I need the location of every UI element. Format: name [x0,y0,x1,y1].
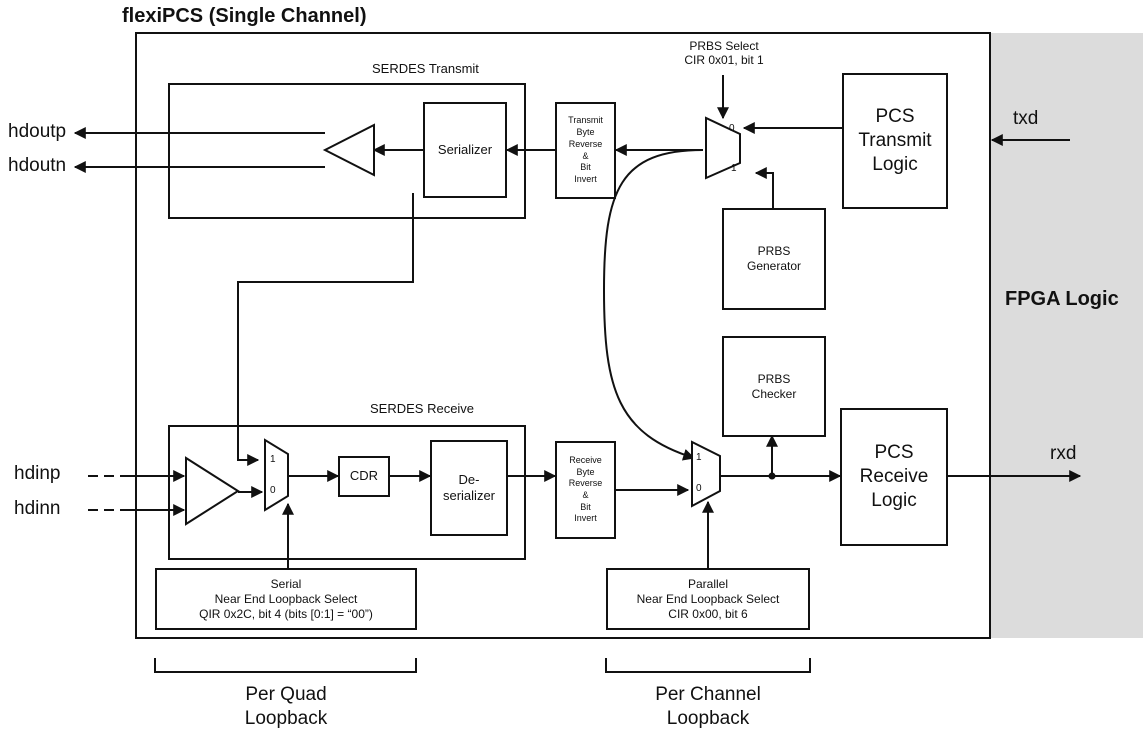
parallel-loopback-select-block: Parallel Near End Loopback Select CIR 0x… [606,568,810,630]
parallel-mux-input-1: 1 [696,452,702,463]
per-channel-loopback-label: Per Channel Loopback [655,684,761,729]
deserializer-block: De- serializer [430,440,508,536]
prbs-checker-block: PRBS Checker [722,336,826,437]
serial-loopback-wire [237,193,414,466]
serdes-receive-label: SERDES Receive [370,401,475,416]
serdes-receive-group [168,425,526,560]
hdoutn-label: hdoutn [8,155,67,176]
prbs-generator-block: PRBS Generator [722,208,826,310]
receive-byte-reverse-block: Receive Byte Reverse & Bit Invert [555,441,616,539]
parallel-mux-input-0: 0 [696,483,702,494]
serial-loopback-select-block: Serial Near End Loopback Select QIR 0x2C… [155,568,417,630]
prbs-mux-input-1: 1 [731,163,737,174]
prbs-mux [705,116,741,180]
diagram-title: flexiPCS (Single Channel) [122,5,367,27]
serial-loopback-mux [264,438,289,512]
prbs-mux-input-0: 0 [729,123,735,134]
serdes-transmit-group [168,83,526,219]
rx-input-amp [185,456,240,526]
hdinn-label: hdinn [14,498,61,519]
per-quad-loopback-label: Per Quad Loopback [244,684,328,729]
rxd-label: rxd [1050,443,1077,464]
pcs-transmit-logic-block: PCS Transmit Logic [842,73,948,209]
cdr-block: CDR [338,456,390,497]
fpga-logic-region [990,33,1143,638]
fpga-logic-label: FPGA Logic [1005,288,1119,310]
tx-driver-amp [322,123,375,177]
serdes-transmit-label: SERDES Transmit [372,61,479,76]
serial-mux-input-1: 1 [270,454,276,465]
serial-mux-input-0: 0 [270,485,276,496]
per-channel-bracket [605,658,811,673]
prbs-gen-to-mux-wire [754,167,774,208]
hdinp-label: hdinp [14,463,61,484]
junction-dot [768,472,776,480]
per-quad-bracket [154,658,417,673]
parallel-loopback-mux [691,440,721,508]
transmit-byte-reverse-block: Transmit Byte Reverse & Bit Invert [555,102,616,199]
hdoutp-label: hdoutp [8,121,67,142]
pcs-receive-logic-block: PCS Receive Logic [840,408,948,546]
prbs-select-label: PRBS Select CIR 0x01, bit 1 [684,39,764,67]
parallel-loopback-wire [602,149,704,461]
txd-label: txd [1013,108,1039,129]
serializer-block: Serializer [423,102,507,198]
chip-outline [135,32,991,639]
